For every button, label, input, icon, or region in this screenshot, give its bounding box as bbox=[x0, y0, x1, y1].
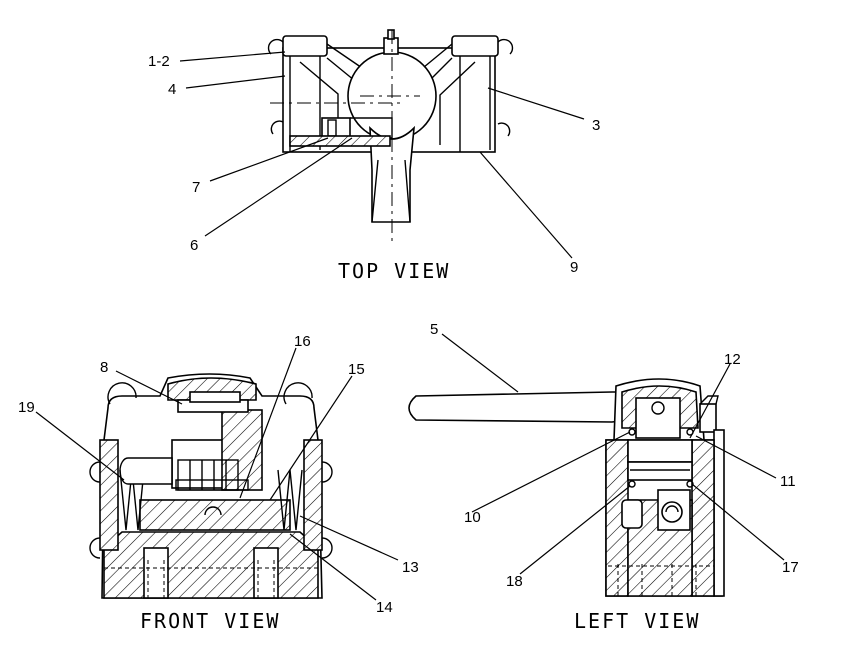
callout-18: 18 bbox=[506, 573, 523, 590]
leader-lines bbox=[35, 51, 785, 601]
callout-5: 5 bbox=[430, 321, 438, 338]
callout-8: 8 bbox=[100, 359, 108, 376]
callout-9: 9 bbox=[570, 259, 578, 276]
callout-3: 3 bbox=[592, 117, 600, 134]
callout-17: 17 bbox=[782, 559, 799, 576]
callout-13: 13 bbox=[402, 559, 419, 576]
callout-10: 10 bbox=[464, 509, 481, 526]
callout-15: 15 bbox=[348, 361, 365, 378]
left-view-title: LEFT VIEW bbox=[574, 609, 700, 633]
callout-12: 12 bbox=[724, 351, 741, 368]
top-view-title: TOP VIEW bbox=[338, 259, 450, 283]
callout-19: 19 bbox=[18, 399, 35, 416]
front-view bbox=[89, 373, 333, 599]
callout-16: 16 bbox=[294, 333, 311, 350]
callout-6: 6 bbox=[190, 237, 198, 254]
top-view bbox=[267, 29, 514, 245]
callout-4: 4 bbox=[168, 81, 176, 98]
callout-11: 11 bbox=[780, 473, 796, 490]
callout-1-2: 1-2 bbox=[148, 53, 170, 70]
callout-7: 7 bbox=[192, 179, 200, 196]
left-view bbox=[408, 378, 725, 597]
front-view-title: FRONT VIEW bbox=[140, 609, 280, 633]
callouts: 1-2 4 3 7 6 9 8 19 16 15 13 14 5 12 11 1… bbox=[18, 53, 799, 616]
callout-14: 14 bbox=[376, 599, 393, 616]
